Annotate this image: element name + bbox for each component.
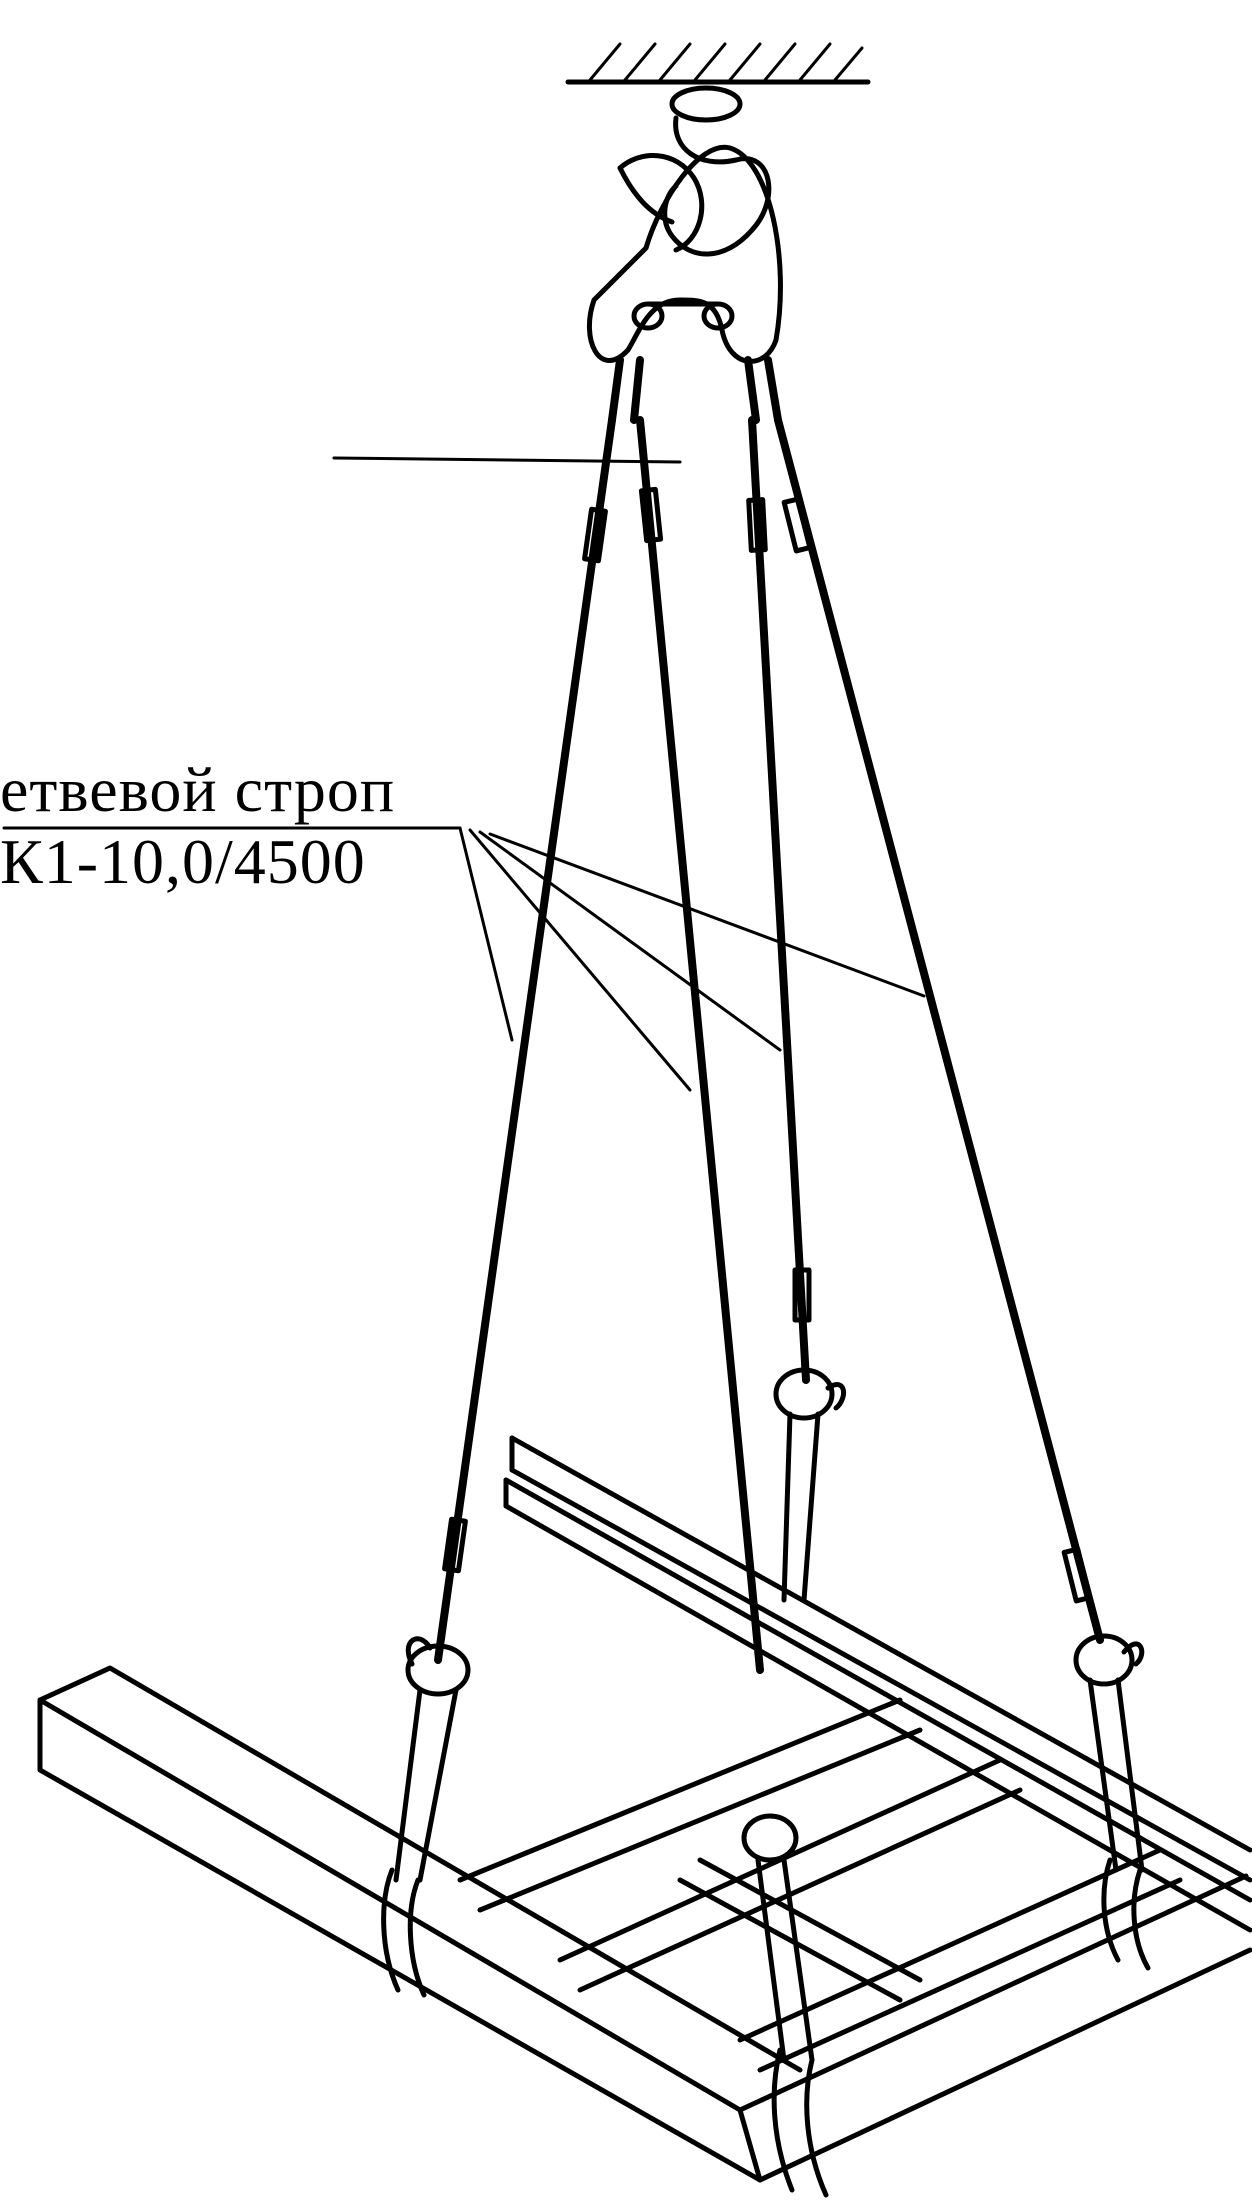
sling-branch-1 <box>434 416 616 1664</box>
leader-line-top <box>332 456 682 464</box>
callout-label-sling-code: К1-10,0/4500 <box>0 826 366 897</box>
ceiling-support <box>565 42 871 85</box>
load-frame <box>37 1435 1252 2198</box>
sling-branches <box>434 416 1104 1674</box>
callout-label-sling-type: етвевой строп <box>0 754 396 825</box>
callout-leaders <box>2 826 926 1092</box>
sling-branch-3 <box>748 416 810 1384</box>
crane-hook <box>586 85 783 424</box>
sling-branch-2 <box>636 416 764 1674</box>
lower-hooks <box>393 1367 1145 2063</box>
sling-branch-4 <box>774 416 1104 1644</box>
